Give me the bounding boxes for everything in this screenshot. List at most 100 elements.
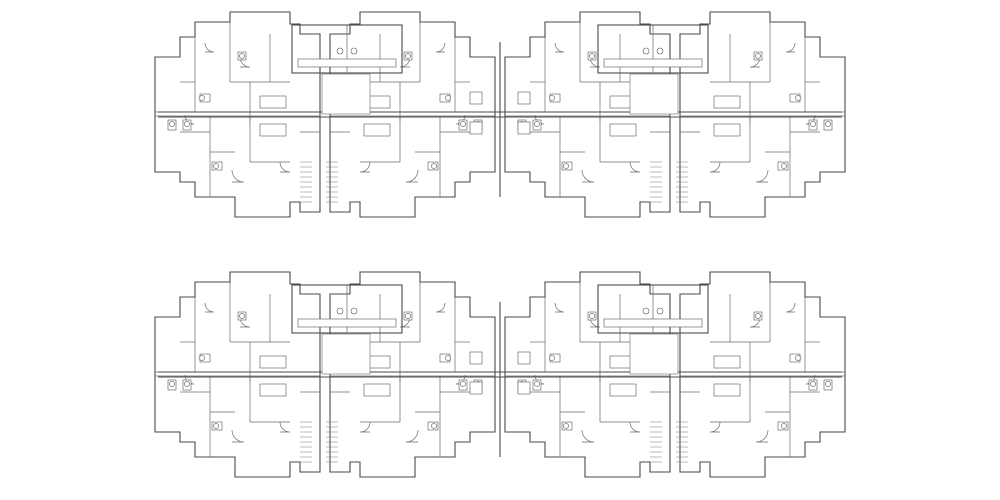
- wing-outline: [154, 271, 321, 478]
- plumbing-fixture: [810, 381, 816, 387]
- plumbing-fixture: [810, 121, 816, 127]
- kitchen-island: [517, 381, 531, 395]
- plumbing-fixture: [431, 423, 437, 429]
- door-swing: [785, 302, 796, 313]
- core-fixture: [642, 47, 650, 55]
- courtyard-notch: [321, 73, 371, 115]
- wing-outline: [504, 11, 671, 218]
- door-swing: [435, 302, 446, 313]
- door-swing: [785, 42, 796, 53]
- fixture: [259, 383, 287, 397]
- plumbing-fixture: [795, 355, 801, 361]
- wing-outline: [154, 11, 321, 218]
- plumbing-fixture: [213, 423, 219, 429]
- core-fixture: [656, 47, 664, 55]
- door-swing: [231, 169, 245, 183]
- fixture: [259, 355, 287, 369]
- kitchen-island: [469, 381, 483, 395]
- core-counter: [297, 318, 397, 328]
- wing-outline: [679, 11, 846, 218]
- plumbing-fixture: [755, 313, 761, 319]
- fixture: [609, 123, 637, 137]
- door-swing: [554, 302, 565, 313]
- door-swing: [279, 421, 291, 433]
- door-swing: [435, 42, 446, 53]
- wing-outline: [329, 11, 496, 218]
- door-swing: [204, 302, 215, 313]
- kitchen-island: [469, 91, 483, 105]
- plumbing-fixture: [825, 121, 831, 127]
- core-fixture: [336, 307, 344, 315]
- plumbing-fixture: [445, 95, 451, 101]
- plumbing-fixture: [795, 95, 801, 101]
- door-swing: [554, 42, 565, 53]
- courtyard-notch: [629, 333, 679, 375]
- plumbing-fixture: [755, 53, 761, 59]
- plumbing-fixture: [169, 381, 175, 387]
- courtyard-notch: [629, 73, 679, 115]
- fixture: [363, 383, 391, 397]
- plumbing-fixture: [460, 381, 466, 387]
- core-counter: [297, 58, 397, 68]
- core-fixture: [656, 307, 664, 315]
- plumbing-fixture: [781, 163, 787, 169]
- core-fixture: [642, 307, 650, 315]
- door-swing: [709, 161, 721, 173]
- fixture: [713, 383, 741, 397]
- door-swing: [359, 161, 371, 173]
- core-fixture: [350, 47, 358, 55]
- door-swing: [405, 429, 419, 443]
- plumbing-fixture: [199, 355, 205, 361]
- courtyard-notch: [321, 333, 371, 375]
- kitchen-island: [517, 91, 531, 105]
- plumbing-fixture: [169, 121, 175, 127]
- kitchen-island: [517, 121, 531, 135]
- door-swing: [629, 161, 641, 173]
- fixture: [259, 123, 287, 137]
- door-swing: [755, 429, 769, 443]
- fixture: [713, 123, 741, 137]
- kitchen-island: [517, 351, 531, 365]
- fixture: [713, 355, 741, 369]
- door-swing: [581, 429, 595, 443]
- core-counter: [603, 58, 703, 68]
- door-swing: [709, 421, 721, 433]
- plumbing-fixture: [239, 313, 245, 319]
- plumbing-fixture: [563, 423, 569, 429]
- door-swing: [755, 169, 769, 183]
- door-swing: [359, 421, 371, 433]
- plumbing-fixture: [239, 53, 245, 59]
- plumbing-fixture: [405, 53, 411, 59]
- plumbing-fixture: [825, 381, 831, 387]
- wing-outline: [329, 271, 496, 478]
- door-swing: [231, 429, 245, 443]
- plumbing-fixture: [549, 95, 555, 101]
- fixture: [609, 383, 637, 397]
- core-fixture: [336, 47, 344, 55]
- door-swing: [581, 169, 595, 183]
- plumbing-fixture: [213, 163, 219, 169]
- plumbing-fixture: [460, 121, 466, 127]
- core-counter: [603, 318, 703, 328]
- plumbing-fixture: [405, 313, 411, 319]
- fixture: [363, 123, 391, 137]
- plan-upper: [154, 11, 846, 218]
- door-swing: [405, 169, 419, 183]
- plumbing-fixture: [589, 53, 595, 59]
- plumbing-fixture: [589, 313, 595, 319]
- wing-outline: [679, 271, 846, 478]
- wing-outline: [504, 271, 671, 478]
- plumbing-fixture: [199, 95, 205, 101]
- kitchen-island: [469, 121, 483, 135]
- plumbing-fixture: [549, 355, 555, 361]
- plan-lower: [154, 271, 846, 478]
- plumbing-fixture: [431, 163, 437, 169]
- plumbing-fixture: [534, 381, 540, 387]
- plumbing-fixture: [184, 121, 190, 127]
- plumbing-fixture: [781, 423, 787, 429]
- kitchen-island: [469, 351, 483, 365]
- door-swing: [204, 42, 215, 53]
- plumbing-fixture: [534, 121, 540, 127]
